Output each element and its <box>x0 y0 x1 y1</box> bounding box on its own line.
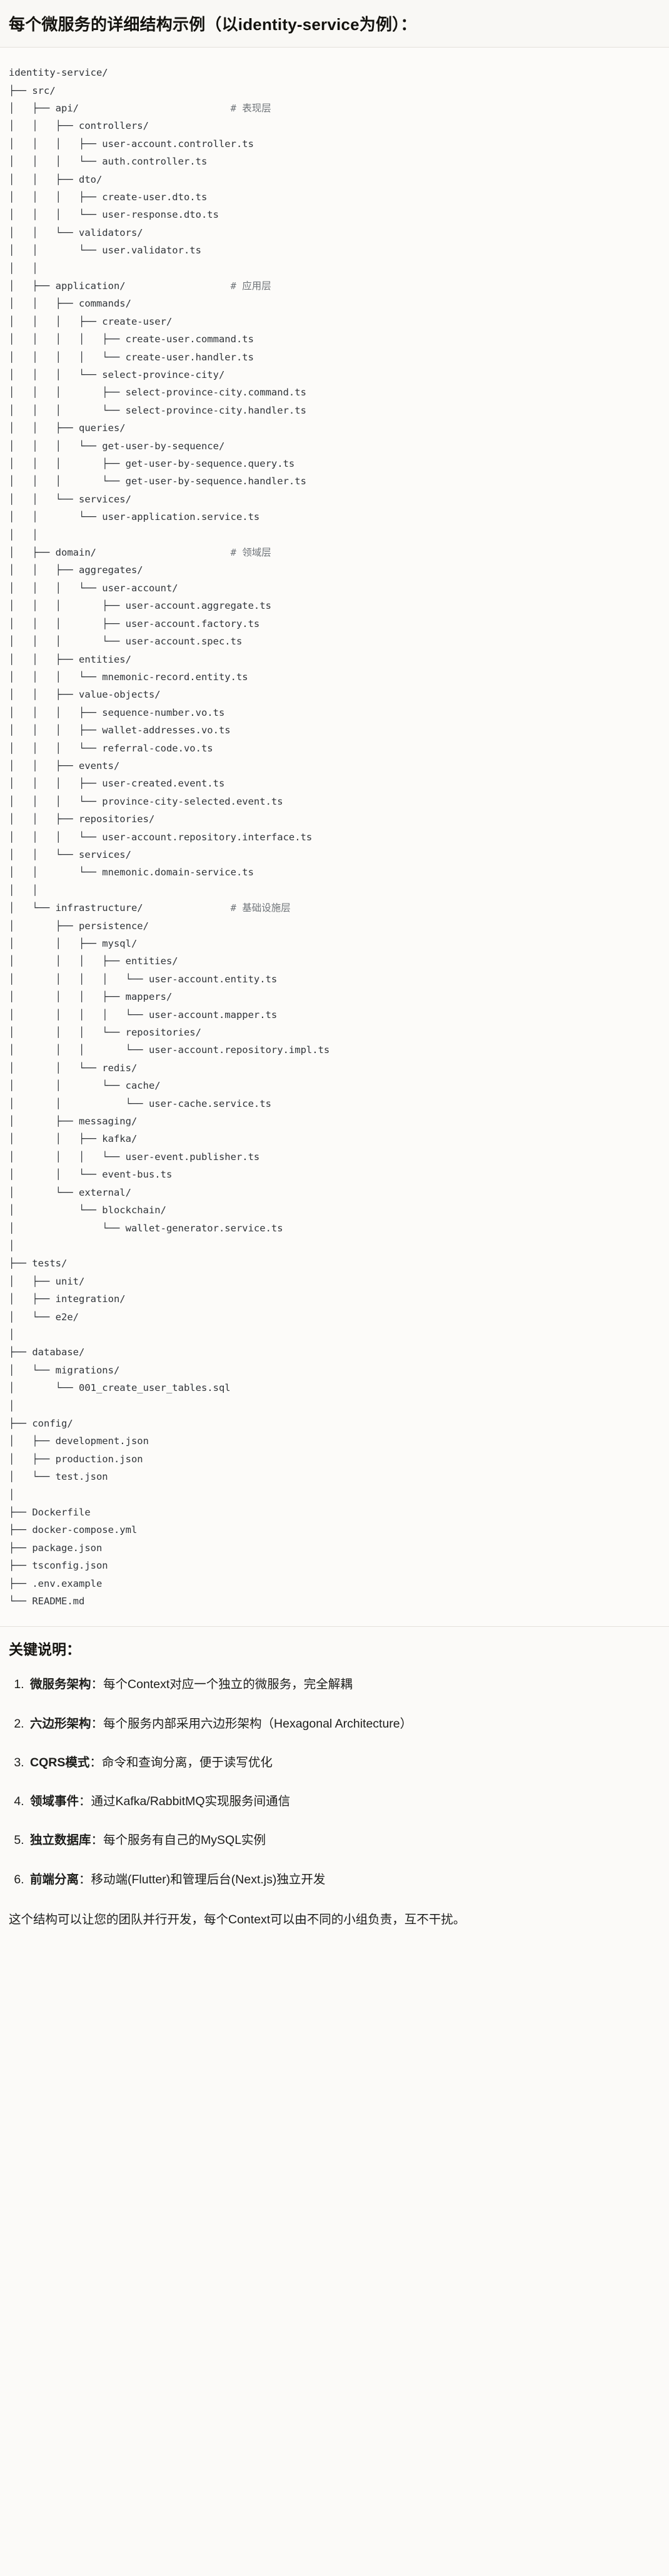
tree-comment: # 表现层 <box>230 102 271 114</box>
note-separator: ： <box>91 1833 104 1848</box>
directory-tree-block: identity-service/ ├── src/ │ ├── api/ # … <box>0 48 669 1627</box>
document-header: 每个微服务的详细结构示例（以identity-service为例）： <box>0 0 669 48</box>
list-item: CQRS模式：命令和查询分离，便于读写优化 <box>28 1754 660 1772</box>
note-separator: ： <box>89 1755 102 1769</box>
note-desc: 通过Kafka/RabbitMQ实现服务间通信 <box>91 1795 291 1809</box>
page-title: 每个微服务的详细结构示例（以identity-service为例）： <box>9 15 417 34</box>
directory-tree: identity-service/ ├── src/ │ ├── api/ # … <box>9 67 330 1607</box>
note-desc: 命令和查询分离，便于读写优化 <box>101 1755 273 1769</box>
closing-paragraph: 这个结构可以让您的团队并行开发，每个Context可以由不同的小组负责，互不干扰… <box>9 1912 466 1927</box>
note-separator: ： <box>79 1795 91 1809</box>
key-notes-title: 关键说明： <box>9 1641 81 1658</box>
key-notes-section: 关键说明： 微服务架构：每个Context对应一个独立的微服务，完全解耦 六边形… <box>0 1627 669 1946</box>
note-term: 前端分离 <box>30 1872 79 1886</box>
note-term: 六边形架构 <box>30 1716 91 1731</box>
note-desc: 每个服务内部采用六边形架构（Hexagonal Architecture） <box>103 1716 413 1731</box>
document-page: 每个微服务的详细结构示例（以identity-service为例）： ident… <box>0 0 669 1945</box>
list-item: 独立数据库：每个服务有自己的MySQL实例 <box>28 1831 660 1850</box>
note-desc: 每个Context对应一个独立的微服务，完全解耦 <box>103 1677 353 1692</box>
tree-comment: # 基础设施层 <box>230 902 291 914</box>
key-notes-list: 微服务架构：每个Context对应一个独立的微服务，完全解耦 六边形架构：每个服… <box>9 1676 660 1889</box>
list-item: 领域事件：通过Kafka/RabbitMQ实现服务间通信 <box>28 1793 660 1811</box>
note-term: 独立数据库 <box>30 1833 91 1848</box>
list-item: 微服务架构：每个Context对应一个独立的微服务，完全解耦 <box>28 1676 660 1694</box>
note-separator: ： <box>91 1677 104 1692</box>
note-term: CQRS模式 <box>30 1755 90 1769</box>
list-item: 前端分离：移动端(Flutter)和管理后台(Next.js)独立开发 <box>28 1871 660 1889</box>
note-term: 领域事件 <box>30 1795 79 1809</box>
tree-comment: # 应用层 <box>230 280 271 292</box>
note-term: 微服务架构 <box>30 1677 91 1692</box>
list-item: 六边形架构：每个服务内部采用六边形架构（Hexagonal Architectu… <box>28 1715 660 1733</box>
note-separator: ： <box>79 1872 91 1886</box>
note-desc: 每个服务有自己的MySQL实例 <box>103 1833 266 1848</box>
note-separator: ： <box>91 1716 104 1731</box>
note-desc: 移动端(Flutter)和管理后台(Next.js)独立开发 <box>91 1872 326 1886</box>
tree-comment: # 领域层 <box>230 547 271 559</box>
